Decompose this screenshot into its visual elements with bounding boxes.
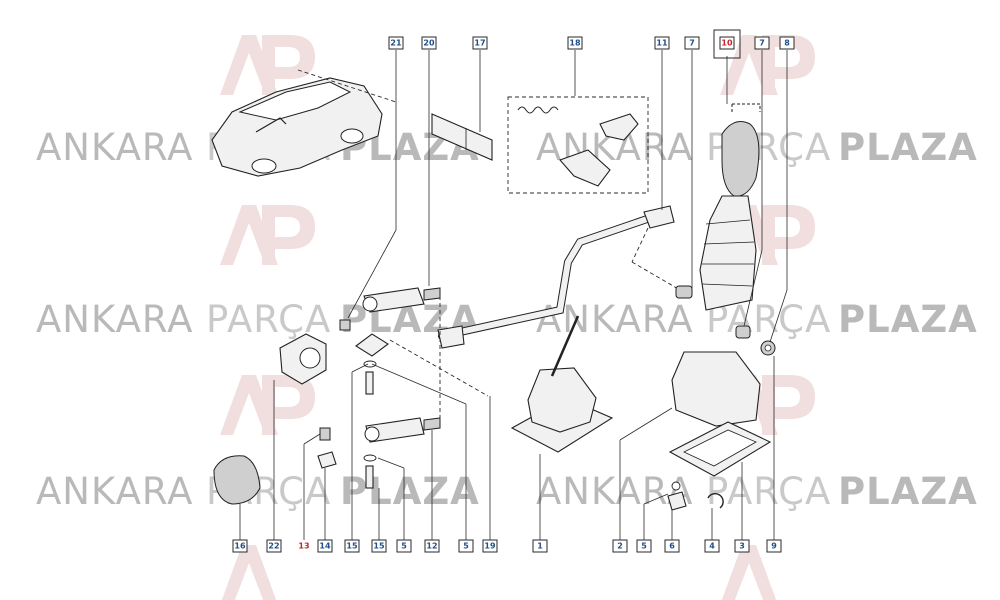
watermark-text-ankara: ANKARA xyxy=(536,470,693,513)
callout-17[interactable]: 17 xyxy=(472,36,488,50)
callout-5-right[interactable]: 5 xyxy=(636,539,652,553)
watermark-text-plaza: PLAZA xyxy=(340,470,480,513)
spring-icon xyxy=(517,106,559,114)
callout-5-left[interactable]: 5 xyxy=(396,539,412,553)
callout-label: 7 xyxy=(689,39,695,48)
callout-label: 15 xyxy=(373,542,385,551)
callout-14[interactable]: 14 xyxy=(317,539,333,553)
ap-logo-icon xyxy=(220,35,315,95)
gear-linkage-rod xyxy=(437,205,681,349)
callout-5-middle[interactable]: 5 xyxy=(458,539,474,553)
callout-3[interactable]: 3 xyxy=(734,539,750,553)
ap-logo-icon xyxy=(220,205,315,265)
callout-label: 20 xyxy=(423,39,435,48)
part-16-boot xyxy=(213,455,261,505)
callout-label: 2 xyxy=(617,542,623,551)
callout-label: 5 xyxy=(641,542,647,551)
callout-label: 4 xyxy=(709,542,715,551)
callout-label: 17 xyxy=(474,39,485,48)
callout-label: 9 xyxy=(771,542,777,551)
car-illustration xyxy=(211,69,397,177)
callout-label: 8 xyxy=(784,39,790,48)
part-10-gear-knob xyxy=(699,103,761,311)
watermark-text-ankara: ANKARA xyxy=(36,298,193,341)
callout-label: 1 xyxy=(537,542,543,551)
assembly-dashed-lines xyxy=(389,296,489,420)
small-nuts-7-8 xyxy=(675,285,776,356)
ap-logo-icon xyxy=(221,545,277,600)
callout-label: 19 xyxy=(484,542,496,551)
part-22-bracket xyxy=(279,333,327,385)
callout-label: 13 xyxy=(298,542,309,551)
callout-22[interactable]: 22 xyxy=(266,539,282,553)
part-12-rod-upper xyxy=(362,287,441,313)
callout-6[interactable]: 6 xyxy=(664,539,680,553)
watermark-text-plaza: PLAZA xyxy=(838,298,978,341)
part-17-bar xyxy=(431,113,493,161)
callout-label: 22 xyxy=(268,542,279,551)
callout-15-left[interactable]: 15 xyxy=(344,539,360,553)
callout-18[interactable]: 18 xyxy=(567,36,583,50)
callout-19[interactable]: 19 xyxy=(482,539,498,553)
callout-label: 11 xyxy=(656,39,668,48)
callout-7-top-left[interactable]: 7 xyxy=(684,36,700,50)
callout-2[interactable]: 2 xyxy=(612,539,628,553)
callout-8[interactable]: 8 xyxy=(779,36,795,50)
callout-label: 15 xyxy=(346,542,358,551)
callout-label: 14 xyxy=(319,542,331,551)
ap-logo-icon xyxy=(720,35,815,95)
callout-10-highlighted[interactable]: 10 xyxy=(713,29,741,59)
callout-label: 6 xyxy=(669,542,675,551)
callout-16[interactable]: 16 xyxy=(232,539,248,553)
car-guide-line xyxy=(297,69,397,103)
callout-20[interactable]: 20 xyxy=(421,36,437,50)
callout-4[interactable]: 4 xyxy=(704,539,720,553)
leader-lines xyxy=(239,50,788,540)
watermark-text-plaza: PLAZA xyxy=(838,470,978,513)
callout-11[interactable]: 11 xyxy=(654,36,670,50)
part-18-kit xyxy=(507,96,649,194)
callout-13[interactable]: 13 xyxy=(297,540,311,552)
watermark-row-3: ANKARA PARÇA PLAZA ANKARA PARÇA PLAZA xyxy=(36,470,978,513)
part-12-rod-lower xyxy=(364,417,441,443)
bolts-and-washers xyxy=(317,319,724,511)
watermark-text-ankara: ANKARA xyxy=(36,126,193,169)
callout-9[interactable]: 9 xyxy=(766,539,782,553)
callout-7-top-right[interactable]: 7 xyxy=(754,36,770,50)
callout-label: 10 xyxy=(721,39,733,48)
callout-label: 16 xyxy=(234,542,246,551)
callout-12[interactable]: 12 xyxy=(424,539,440,553)
ap-logo-icon xyxy=(220,375,315,435)
callout-label: 12 xyxy=(426,542,437,551)
watermark-text-plaza: PLAZA xyxy=(838,126,978,169)
callout-label: 21 xyxy=(390,39,402,48)
callout-label: 5 xyxy=(463,542,469,551)
part-2-housing-right xyxy=(668,351,772,477)
callout-label: 18 xyxy=(569,39,581,48)
highlight-frame xyxy=(713,29,741,59)
callout-1[interactable]: 1 xyxy=(532,539,548,553)
callout-21[interactable]: 21 xyxy=(388,36,404,50)
callout-label: 3 xyxy=(739,542,745,551)
watermark-text-parca: PARÇA xyxy=(706,470,831,513)
part-1-housing xyxy=(510,315,614,453)
watermark-text-ankara: ANKARA xyxy=(36,470,193,513)
watermark-logos xyxy=(220,35,815,600)
callout-label: 7 xyxy=(759,39,765,48)
ap-logo-icon xyxy=(721,545,777,600)
callout-label: 5 xyxy=(401,542,407,551)
callout-15-right[interactable]: 15 xyxy=(371,539,387,553)
watermark-text-parca: PARÇA xyxy=(206,298,331,341)
